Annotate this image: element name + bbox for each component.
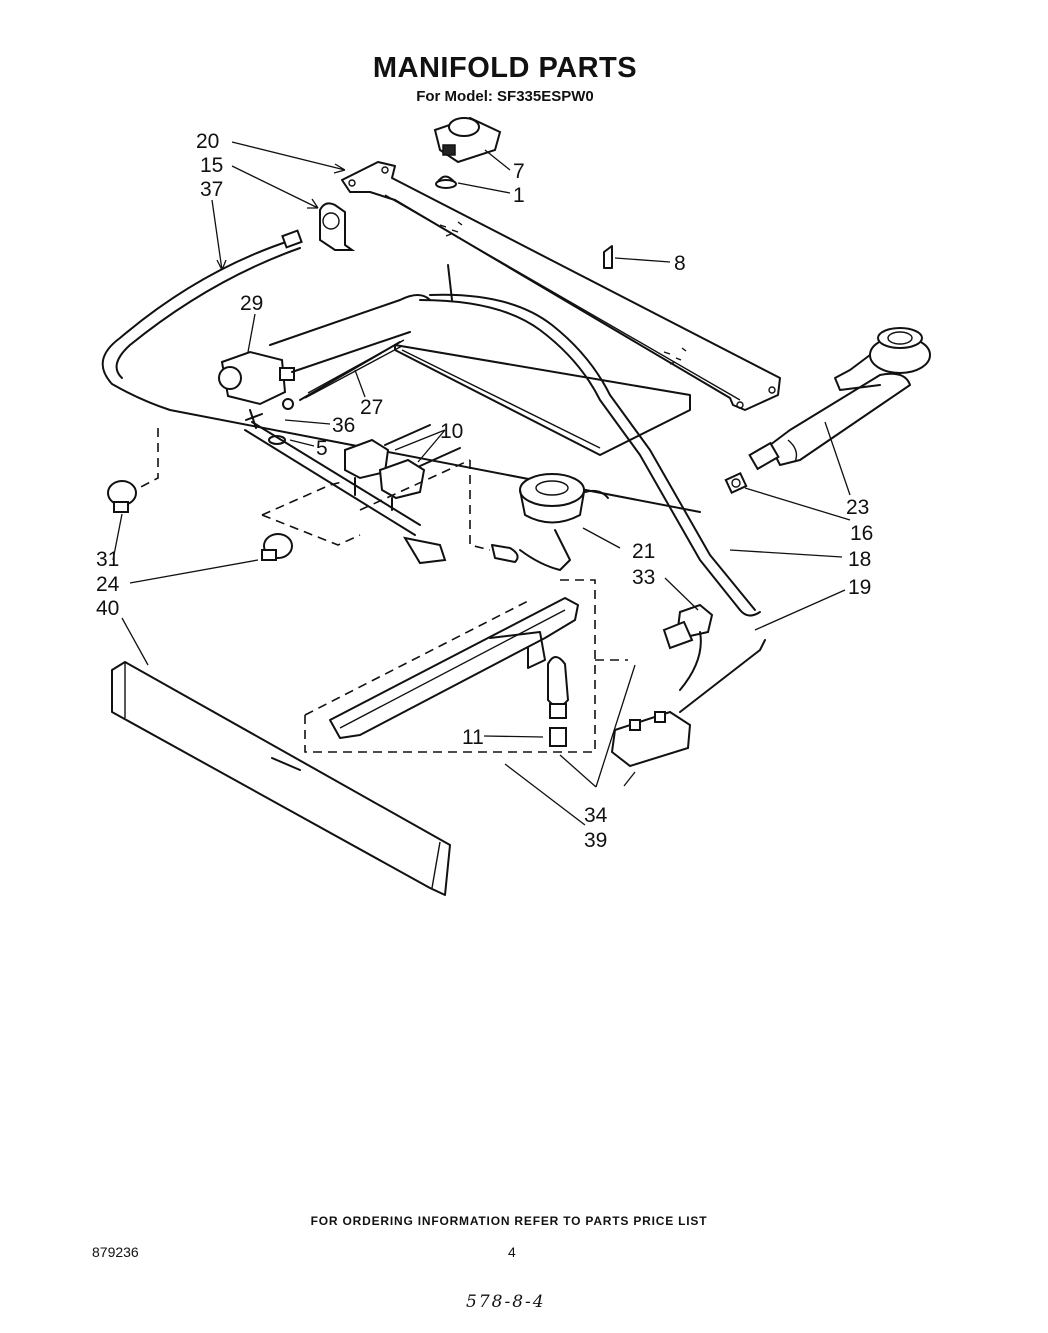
callout-21: 21 xyxy=(632,540,655,563)
oven-burner-part xyxy=(491,473,609,571)
lower-orifice-part xyxy=(547,656,570,747)
manifold-pipe-part xyxy=(244,421,447,565)
callout-16: 16 xyxy=(850,522,873,545)
page-title: MANIFOLD PARTS xyxy=(372,52,638,84)
burner-head-part xyxy=(433,116,502,164)
callout-18: 18 xyxy=(848,548,871,571)
manifold-bracket-part xyxy=(341,161,781,411)
callout-15: 15 xyxy=(200,154,223,177)
callout-8: 8 xyxy=(674,252,686,275)
surface-burner-part xyxy=(748,327,931,471)
callout-24: 24 xyxy=(96,573,120,596)
page-number: 4 xyxy=(508,1244,516,1260)
clip-part xyxy=(603,245,613,269)
callout-7: 7 xyxy=(513,160,525,183)
callout-39: 39 xyxy=(584,829,607,852)
callout-10: 10 xyxy=(440,420,463,443)
orifice-part xyxy=(435,175,458,189)
document-number: 879236 xyxy=(92,1244,139,1260)
spud-fitting-part xyxy=(724,471,748,495)
model-line: For Model: SF335ESPW0 xyxy=(416,88,594,105)
oven-valve-part xyxy=(610,639,766,768)
callout-27: 27 xyxy=(360,396,383,419)
dashed-assembly-lines xyxy=(134,428,628,753)
callout-labels: 20 15 37 7 1 8 29 27 36 10 5 23 16 21 18… xyxy=(96,130,873,852)
ordering-note: FOR ORDERING INFORMATION REFER TO PARTS … xyxy=(310,1214,708,1228)
callout-20: 20 xyxy=(196,130,219,153)
callout-31: 31 xyxy=(96,548,119,571)
callout-19: 19 xyxy=(848,576,871,599)
thermostat-part xyxy=(218,294,431,410)
front-bracket-part xyxy=(319,202,356,251)
supply-tube-part xyxy=(101,229,701,513)
callout-36: 36 xyxy=(332,414,355,437)
front-panel-part xyxy=(111,661,451,896)
knob-parts xyxy=(107,480,293,561)
callout-34: 34 xyxy=(584,804,608,827)
callout-11: 11 xyxy=(462,726,484,749)
callout-33: 33 xyxy=(632,566,655,589)
igniter-part xyxy=(662,603,714,691)
callout-5: 5 xyxy=(316,437,328,460)
burner-valves-part xyxy=(344,424,461,511)
callout-29: 29 xyxy=(240,292,263,315)
callout-37: 37 xyxy=(200,178,223,201)
oven-burner-box-part xyxy=(394,264,761,617)
callout-1: 1 xyxy=(513,184,525,207)
handwritten-note: 578-8-4 xyxy=(466,1292,546,1312)
callout-40: 40 xyxy=(96,597,119,620)
callout-23: 23 xyxy=(846,496,869,519)
lower-bracket-part xyxy=(329,597,579,739)
leader-lines xyxy=(112,141,851,826)
part-drawings xyxy=(101,116,931,896)
